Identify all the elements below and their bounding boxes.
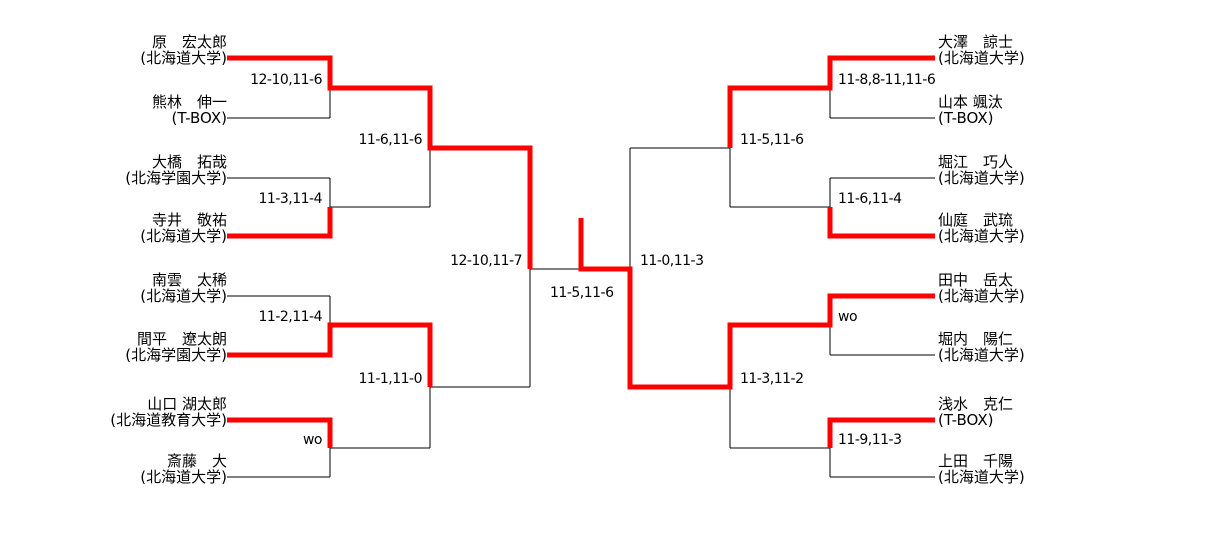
- player-name: 寺井 敬祐: [151, 211, 227, 229]
- player-name: 浅水 克仁: [938, 395, 1014, 413]
- player-affiliation: (北海道大学): [938, 169, 1025, 187]
- match-score: 12-10,11-7: [450, 253, 522, 269]
- match-score: 11-9,11-3: [838, 432, 902, 448]
- player-affiliation: (北海道大学): [938, 49, 1025, 67]
- match-score: 11-6,11-6: [358, 132, 423, 148]
- player-name: 山本 颯汰: [938, 93, 1003, 111]
- player-affiliation: (北海道大学): [938, 227, 1025, 245]
- player-affiliation: (T-BOX): [171, 109, 227, 127]
- player-affiliation: (北海道教育大学): [110, 411, 227, 429]
- player-affiliation: (北海道大学): [140, 49, 227, 67]
- match-score: wo: [838, 309, 858, 325]
- player-name: 堀江 巧人: [938, 153, 1014, 171]
- player-name: 田中 岳太: [938, 271, 1014, 289]
- match-score: wo: [302, 432, 323, 448]
- player-affiliation: (T-BOX): [938, 109, 994, 127]
- player-name: 堀内 陽仁: [938, 330, 1014, 348]
- winner-path-senba: [827, 207, 935, 239]
- player-name: 大橋 拓哉: [151, 153, 227, 171]
- player-affiliation: (北海学園大学): [125, 346, 227, 364]
- winner-path-tanaka-champion: [578, 218, 935, 390]
- player-affiliation: (北海学園大学): [125, 169, 227, 187]
- match-score: 11-2,11-4: [258, 309, 323, 325]
- player-name: 大澤 諒士: [938, 33, 1014, 51]
- player-affiliation: (北海道大学): [938, 287, 1025, 305]
- winner-path-terai: [227, 207, 333, 239]
- match-score: 11-5,11-6: [740, 132, 804, 148]
- winner-path-osawa: [727, 55, 935, 148]
- player-affiliation: (北海道大学): [140, 468, 227, 486]
- match-score: 11-0,11-3: [640, 253, 704, 269]
- winner-path-hara: [227, 55, 533, 269]
- player-name: 南雲 太稀: [151, 271, 227, 289]
- player-affiliation: (北海道大学): [140, 227, 227, 245]
- player-name: 熊林 伸一: [151, 93, 227, 111]
- match-score: 12-10,11-6: [250, 72, 322, 88]
- player-name: 斎藤 大: [166, 452, 227, 470]
- player-name: 原 宏太郎: [151, 33, 227, 51]
- bracket-structure-lines: [227, 88, 935, 478]
- match-score: 11-3,11-4: [258, 191, 323, 207]
- winner-path-mahira: [227, 322, 433, 387]
- player-affiliation: (北海道大学): [938, 346, 1025, 364]
- player-affiliation: (T-BOX): [938, 411, 994, 429]
- player-name: 山口 湖太郎: [147, 395, 227, 413]
- player-affiliation: (北海道大学): [140, 287, 227, 305]
- winner-path-lines: [227, 55, 935, 448]
- player-name: 上田 千陽: [938, 452, 1014, 470]
- winner-path-yamaguchi: [227, 417, 333, 448]
- match-score: 11-1,11-0: [358, 371, 423, 387]
- player-name: 間平 遼太朗: [136, 330, 227, 348]
- match-score: 11-3,11-2: [740, 371, 804, 387]
- player-affiliation: (北海道大学): [938, 468, 1025, 486]
- final-score: 11-5,11-6: [550, 285, 614, 301]
- winner-path-asamizu: [827, 417, 935, 448]
- match-score: 11-6,11-4: [838, 191, 902, 207]
- player-name: 仙庭 武琉: [938, 211, 1014, 229]
- match-score: 11-8,8-11,11-6: [838, 72, 936, 88]
